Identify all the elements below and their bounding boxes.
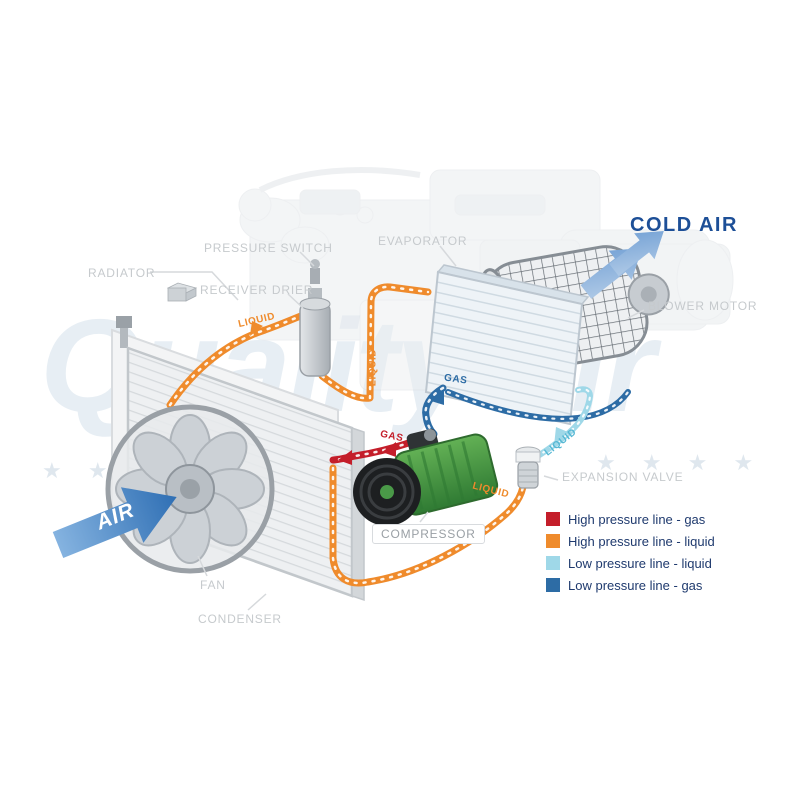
label-fan: FAN bbox=[200, 578, 226, 592]
legend-label-lp-gas: Low pressure line - gas bbox=[568, 577, 703, 593]
pipe-label-liquid-vertical: LIQUID bbox=[367, 348, 379, 387]
radiator-cap bbox=[116, 316, 132, 328]
receiver-drier bbox=[299, 259, 331, 377]
label-evaporator: EVAPORATOR bbox=[378, 234, 468, 248]
legend-row-hp-gas: High pressure line - gas bbox=[546, 508, 715, 530]
evaporator bbox=[424, 264, 590, 426]
legend-swatch-hp-gas bbox=[546, 512, 560, 526]
label-compressor: COMPRESSOR bbox=[372, 524, 485, 544]
legend-label-hp-liquid: High pressure line - liquid bbox=[568, 533, 715, 549]
receiver-drier-mini-icon bbox=[166, 282, 198, 302]
label-condenser: CONDENSER bbox=[198, 612, 282, 626]
label-blower-motor: BLOWER MOTOR bbox=[648, 299, 758, 313]
legend-row-lp-liquid: Low pressure line - liquid bbox=[546, 552, 715, 574]
arrow-lp-gas bbox=[431, 390, 444, 405]
compressor bbox=[353, 428, 499, 526]
legend-label-hp-gas: High pressure line - gas bbox=[568, 511, 706, 527]
pressure-switch bbox=[310, 268, 320, 284]
label-receiver-drier: RECEIVER DRIER bbox=[200, 283, 314, 297]
cold-air-arrows bbox=[580, 231, 664, 299]
arrow-hp-gas bbox=[382, 442, 396, 457]
compressor-fitting bbox=[424, 429, 436, 441]
legend-swatch-lp-liquid bbox=[546, 556, 560, 570]
cold-air-text: COLD AIR bbox=[630, 214, 738, 236]
legend-swatch-lp-gas bbox=[546, 578, 560, 592]
legend-row-hp-liquid: High pressure line - liquid bbox=[546, 530, 715, 552]
label-expansion-valve: EXPANSION VALVE bbox=[562, 470, 684, 484]
legend: High pressure line - gas High pressure l… bbox=[546, 508, 715, 596]
arrow-hp-liquid bbox=[250, 321, 263, 336]
legend-label-lp-liquid: Low pressure line - liquid bbox=[568, 555, 712, 571]
air-arrow bbox=[52, 487, 177, 558]
expansion-valve bbox=[515, 446, 541, 489]
label-radiator: RADIATOR bbox=[88, 266, 156, 280]
arrow-lp-liquid bbox=[554, 427, 568, 446]
watermark-stars-right: ★ ★ ★ ★ bbox=[596, 450, 764, 475]
fan bbox=[105, 404, 275, 574]
pointer-lines bbox=[150, 245, 645, 611]
compressor-pulley bbox=[353, 458, 421, 526]
legend-row-lp-gas: Low pressure line - gas bbox=[546, 574, 715, 596]
label-pressure-switch: PRESSURE SWITCH bbox=[204, 241, 333, 255]
legend-swatch-hp-liquid bbox=[546, 534, 560, 548]
